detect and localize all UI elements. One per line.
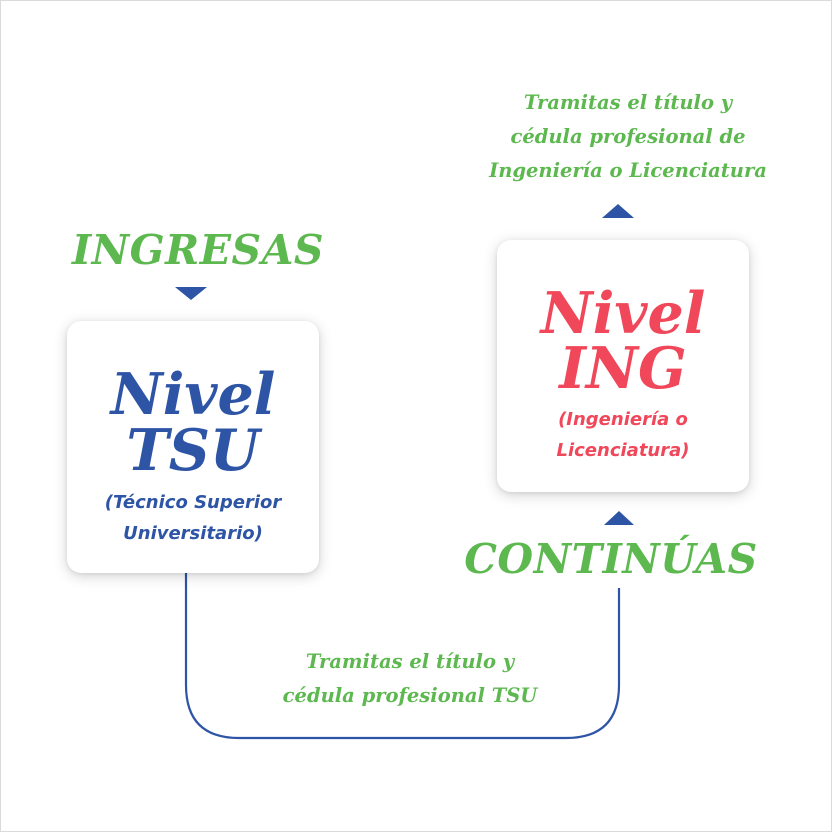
tramite-tsu-line1: Tramitas el título y (305, 650, 515, 673)
nivel-tsu-title-line2: TSU (126, 417, 260, 484)
nivel-ing-title-line2: ING (559, 335, 687, 402)
nivel-tsu-subtitle-line2: Universitario) (123, 523, 263, 544)
tramite-ing-line1: Tramitas el título y (523, 91, 733, 114)
arrow-up-to-ing (604, 511, 634, 525)
nivel-tsu-title-line1: Nivel (110, 361, 276, 428)
nivel-ing-box: Nivel ING (Ingeniería o Licenciatura) (497, 240, 749, 492)
tsu-to-ing-connector (184, 572, 621, 740)
nivel-tsu-subtitle-line1: (Técnico Superior (104, 492, 282, 513)
tramite-ing-line2: cédula profesional de (510, 125, 746, 148)
nivel-tsu-box: Nivel TSU (Técnico Superior Universitari… (67, 321, 319, 573)
tramite-ing-line3: Ingeniería o Licenciatura (489, 159, 767, 182)
tramite-ing-text: Tramitas el título y cédula profesional … (440, 86, 816, 188)
continuas-label: CONTINÚAS (464, 535, 758, 583)
arrow-down-to-tsu (175, 287, 207, 300)
tramite-tsu-line2: cédula profesional TSU (282, 684, 538, 707)
nivel-ing-title-line1: Nivel (540, 280, 706, 347)
nivel-ing-subtitle-line1: (Ingeniería o (558, 409, 688, 430)
nivel-ing-subtitle-line2: Licenciatura) (556, 440, 690, 461)
arrow-up-from-ing (602, 204, 634, 218)
ingresas-label: INGRESAS (71, 226, 325, 274)
tramite-tsu-text: Tramitas el título y cédula profesional … (222, 645, 598, 713)
